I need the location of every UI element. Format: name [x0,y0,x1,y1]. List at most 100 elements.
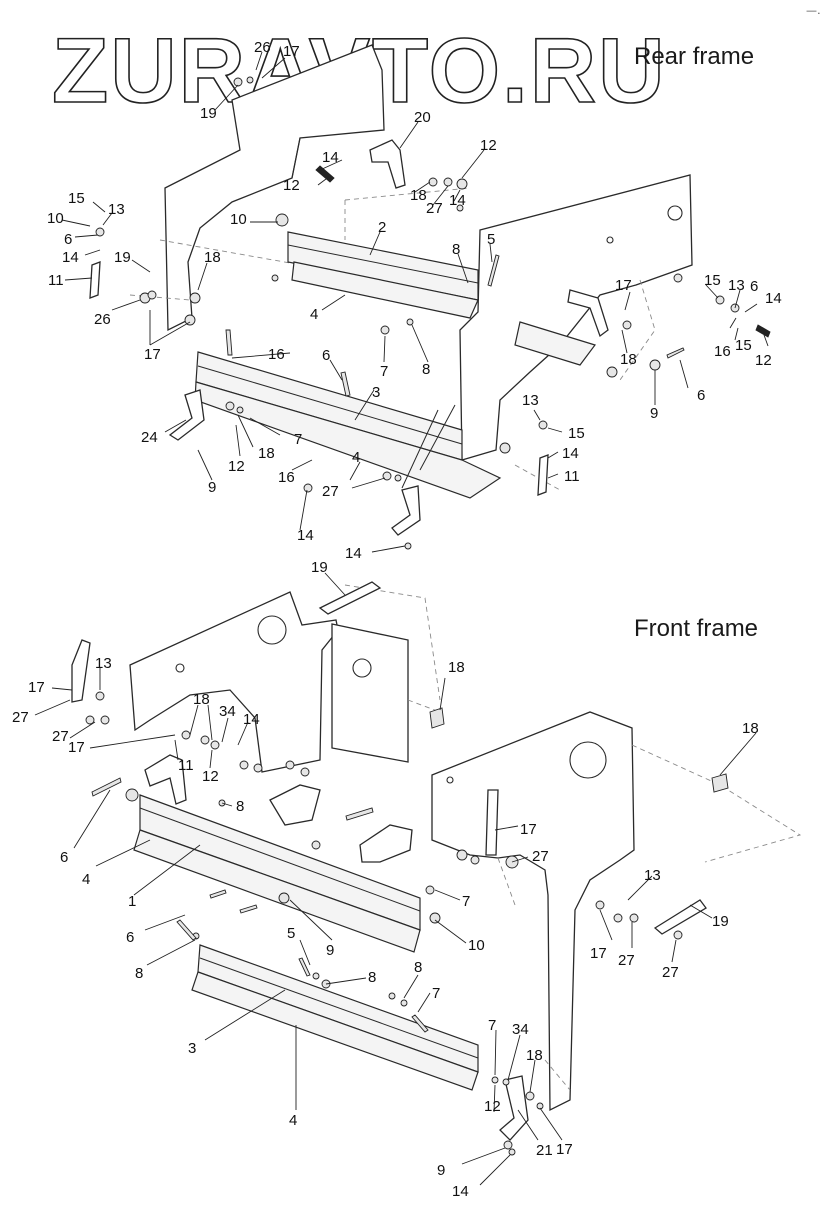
front-left-side-plate [129,591,339,773]
callout-part-12: 12 [755,352,772,369]
callout-part-20: 20 [414,109,431,126]
callout-part-17: 17 [144,346,161,363]
callout-part-18: 18 [410,187,427,204]
callout-part-5: 5 [287,925,295,942]
callout-part-4: 4 [310,306,318,323]
front-right-side-plate [431,711,635,1112]
callout-part-15: 15 [704,272,721,289]
callout-part-15: 15 [735,337,752,354]
front-gas-strut-top [318,581,382,615]
callout-part-6: 6 [750,278,758,295]
callout-part-8: 8 [368,969,376,986]
callout-part-8: 8 [236,798,244,815]
rear-leader-lines [61,51,769,553]
callout-part-26: 26 [254,39,271,56]
callout-part-9: 9 [208,479,216,496]
callout-part-17: 17 [68,739,85,756]
rear-callouts: 26 17 19 20 14 12 12 18 27 14 15 13 10 6… [47,39,782,562]
callout-part-17: 17 [520,821,537,838]
callout-part-10: 10 [230,211,247,228]
callout-part-34: 34 [219,703,236,720]
callout-part-11: 11 [564,468,580,485]
callout-part-14: 14 [345,545,362,562]
callout-part-27: 27 [426,200,443,217]
rear-frame-title: Rear frame [634,43,754,70]
rear-spring-left [89,261,101,299]
callout-part-19: 19 [200,105,217,122]
callout-part-34: 34 [512,1021,529,1038]
callout-part-14: 14 [62,249,79,266]
callout-part-26: 26 [94,311,111,328]
callout-part-16: 16 [278,469,295,486]
callout-part-18: 18 [526,1047,543,1064]
callout-part-13: 13 [95,655,112,672]
callout-part-7: 7 [488,1017,496,1034]
callout-part-8: 8 [422,361,430,378]
callout-part-27: 27 [322,483,339,500]
callout-part-9: 9 [650,405,658,422]
callout-part-17: 17 [556,1141,573,1158]
callout-part-18: 18 [258,445,275,462]
callout-part-7: 7 [380,363,388,380]
callout-part-8: 8 [452,241,460,258]
callout-part-24: 24 [141,429,158,446]
callout-part-17: 17 [28,679,45,696]
callout-part-14: 14 [297,527,314,544]
callout-part-11: 11 [178,757,194,774]
callout-part-16: 16 [268,346,285,363]
callout-part-4: 4 [289,1112,297,1129]
callout-part-27: 27 [52,728,69,745]
front-left-bracket [144,754,187,805]
callout-part-7: 7 [294,431,302,448]
callout-part-11: 11 [48,272,64,289]
callout-part-12: 12 [228,458,245,475]
rear-right-side-plate [459,174,693,461]
callout-part-19: 19 [311,559,328,576]
callout-part-12: 12 [202,768,219,785]
callout-part-3: 3 [188,1040,196,1057]
callout-part-5: 5 [487,231,495,248]
callout-part-14: 14 [562,445,579,462]
front-hardware [85,691,683,1156]
callout-part-2: 2 [378,219,386,236]
callout-part-19: 19 [712,913,729,930]
callout-part-9: 9 [326,942,334,959]
callout-part-27: 27 [12,709,29,726]
callout-part-18: 18 [448,659,465,676]
callout-part-13: 13 [522,392,539,409]
callout-part-12: 12 [480,137,497,154]
callout-part-10: 10 [47,210,64,227]
callout-part-18: 18 [620,351,637,368]
callout-part-15: 15 [568,425,585,442]
front-leader-lines [34,572,757,1186]
rear-latch-left [168,389,205,441]
callout-part-4: 4 [82,871,90,888]
callout-part-14: 14 [452,1183,469,1200]
callout-part-6: 6 [64,231,72,248]
callout-part-17: 17 [590,945,607,962]
callout-part-14: 14 [322,149,339,166]
front-callouts: 19 18 13 17 27 18 34 14 27 17 11 12 18 8… [12,559,759,1200]
callout-part-14: 14 [449,192,466,209]
callout-part-27: 27 [662,964,679,981]
front-latch-right [499,1075,529,1141]
callout-part-13: 13 [644,867,661,884]
callout-part-3: 3 [372,384,380,401]
callout-part-15: 15 [68,190,85,207]
callout-part-7: 7 [462,893,470,910]
callout-part-12: 12 [484,1098,501,1115]
callout-part-8: 8 [135,965,143,982]
callout-part-27: 27 [618,952,635,969]
front-frame-assembly: Front frame [12,559,802,1200]
callout-part-4: 4 [352,449,360,466]
callout-part-14: 14 [765,290,782,307]
callout-part-10: 10 [468,937,485,954]
callout-part-6: 6 [697,387,705,404]
callout-part-7: 7 [432,985,440,1002]
callout-part-9: 9 [437,1162,445,1179]
callout-part-18: 18 [193,691,210,708]
callout-part-16: 16 [714,343,731,360]
front-frame-title: Front frame [634,615,758,642]
callout-part-8: 8 [414,959,422,976]
